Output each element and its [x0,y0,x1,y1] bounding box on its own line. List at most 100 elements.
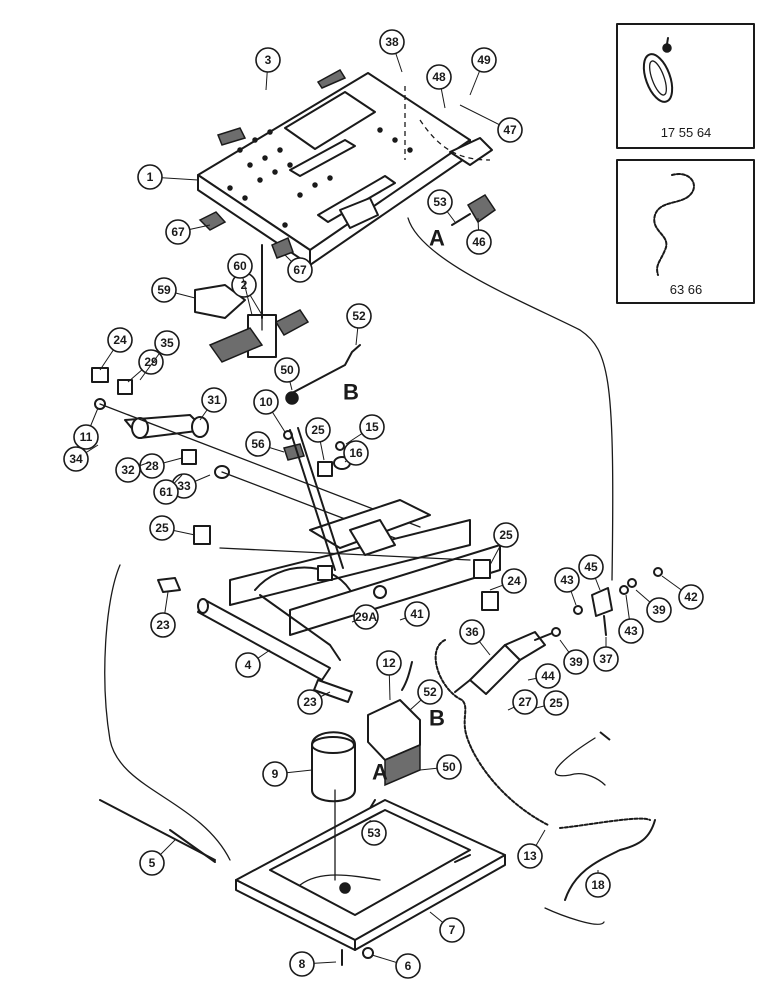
callout-39: 39 [635,589,672,623]
callout-number: 1 [147,170,154,184]
callout-number: 28 [145,459,159,473]
callout-circle [578,554,604,580]
callout-16: 16 [343,440,369,466]
callout-number: 38 [385,35,399,49]
callout-15: 15 [345,414,385,445]
callout-41: 41 [399,601,430,627]
callout-circle [497,117,523,143]
callout-circle [253,389,279,415]
coiled-hose-icon [653,173,695,276]
reference-lines: A [104,217,614,925]
callout-circle [343,440,369,466]
callout-12: 12 [376,650,402,701]
callout-8: 8 [289,951,337,977]
callout-circle [154,330,180,356]
callout-circle [305,417,331,443]
callout-53: 53 [427,189,456,223]
valve-fitting-46 [451,193,497,226]
callout-circle [297,689,323,715]
callout-circle [149,515,175,541]
callout-number: 23 [156,618,170,632]
callout-25: 25 [489,522,519,566]
callout-number: 53 [367,826,381,840]
callout-25: 25 [149,515,196,541]
callout-circle [554,567,580,593]
callout-42: 42 [661,575,704,610]
callout-number: 18 [591,878,605,892]
callout-25: 25 [305,417,331,461]
callout-number: 61 [159,485,173,499]
callout-number: 10 [259,395,273,409]
callout-53: 53 [361,819,387,846]
callout-number: 67 [171,225,185,239]
inset-strap-box: 17 55 64 [616,23,755,149]
callout-47: 47 [459,104,523,143]
callout-37: 37 [593,637,619,672]
callout-circle [227,253,253,279]
callout-circle [436,754,462,780]
callout-circle [593,646,619,672]
upper-pivot-parts [91,367,421,528]
callout-number: 60 [233,259,247,273]
callout-number: 44 [541,669,555,683]
callout-circle [563,649,589,675]
callout-number: 37 [599,652,613,666]
callout-10: 10 [253,389,286,433]
callout-circle [262,761,288,787]
callout-number: 31 [207,393,221,407]
callout-5: 5 [139,839,176,876]
callout-number: 59 [157,283,171,297]
callout-number: 9 [272,767,279,781]
callout-circle [107,327,133,353]
callout-number: 25 [549,696,563,710]
callout-28: 28 [139,453,183,479]
callout-number: 3 [265,53,272,67]
callout-67: 67 [284,254,313,283]
height-adjust-assembly [194,244,310,363]
base-plate [99,799,506,966]
callout-number: 43 [560,573,574,587]
callout-60: 60 [227,253,253,316]
callout-50: 50 [274,357,300,391]
callout-1: 1 [137,164,199,190]
callout-45: 45 [578,554,604,591]
callout-circle [426,64,452,90]
callout-number: 50 [442,760,456,774]
callout-number: 52 [352,309,366,323]
strap-icon [642,37,674,103]
callout-56: 56 [245,431,285,457]
callout-circle [137,164,163,190]
callout-number: 50 [280,363,294,377]
callout-circle [115,457,141,483]
callout-number: 35 [160,336,174,350]
callout-circle [359,414,385,440]
callout-number: 47 [503,123,517,137]
callout-number: 27 [518,695,532,709]
callout-circle [150,612,176,638]
callout-59: 59 [151,277,196,303]
callout-circle [151,277,177,303]
callout-4: 4 [235,649,271,678]
callout-number: 39 [569,655,583,669]
connector-label-b-lower: B [429,706,445,731]
callout-circle [165,219,191,245]
callout-18: 18 [585,870,611,898]
callout-number: 49 [477,53,491,67]
callout-25: 25 [527,690,569,716]
control-rod: B [285,344,361,405]
callout-number: 5 [149,856,156,870]
callout-number: 16 [349,446,363,460]
callout-50: 50 [419,754,462,780]
callout-6: 6 [371,953,421,979]
callout-67: 67 [165,219,211,245]
callout-number: 67 [293,263,307,277]
callout-number: 56 [251,437,265,451]
callout-circle [535,663,561,689]
callout-24: 24 [489,568,527,594]
callout-circle [646,597,672,623]
callout-circle [289,951,315,977]
callout-number: 29A [355,610,377,624]
callout-circle [201,387,227,413]
callout-36: 36 [459,619,491,656]
